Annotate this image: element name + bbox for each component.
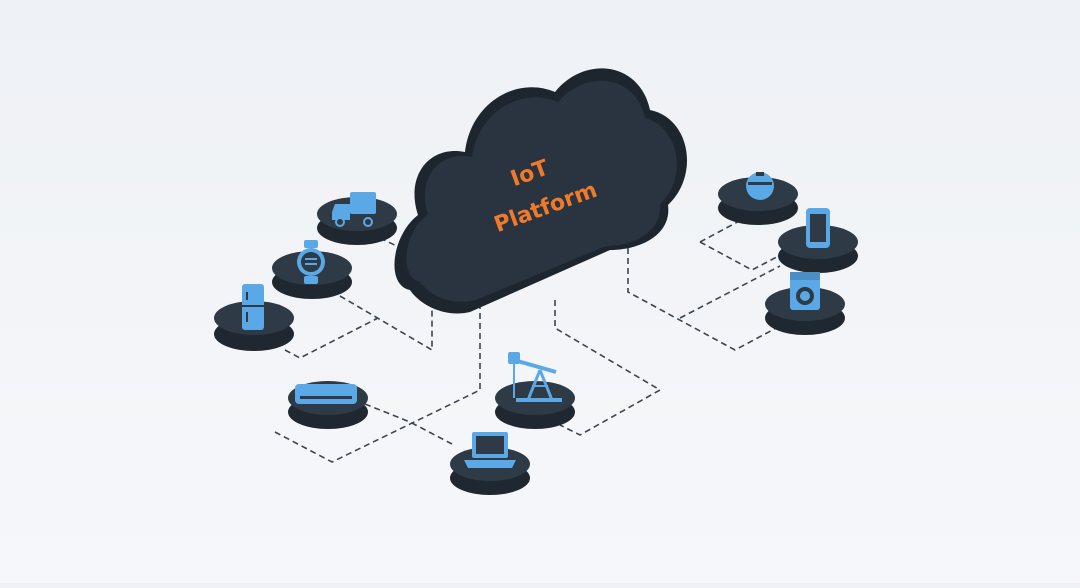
smart-speaker-icon (746, 172, 774, 200)
node-watch (272, 240, 352, 299)
refrigerator-icon (242, 284, 264, 330)
connector-right-group (627, 228, 781, 351)
delivery-truck-icon (332, 192, 376, 227)
smartphone-icon (806, 208, 830, 248)
node-air-conditioner (288, 381, 368, 429)
connector-fridge (284, 317, 379, 359)
oil-pumpjack-icon (508, 352, 562, 402)
laptop-icon (464, 432, 516, 468)
node-laptop (450, 432, 530, 495)
connector-watch (339, 295, 433, 352)
connector-phone (699, 241, 791, 271)
connector-ac-right (364, 403, 453, 445)
node-fridge (214, 284, 294, 351)
smartwatch-icon (297, 240, 325, 284)
node-phone (778, 208, 858, 273)
air-conditioner-icon (295, 384, 357, 404)
node-router (718, 172, 798, 225)
connector-ac-laptop (274, 300, 481, 463)
node-truck (317, 192, 397, 245)
cloud: IoT Platform (394, 68, 688, 314)
washing-machine-icon (790, 272, 820, 310)
connector-washer (679, 265, 781, 319)
cloud-body (406, 80, 677, 302)
node-oil-pump (495, 352, 575, 429)
node-washer (765, 272, 845, 335)
